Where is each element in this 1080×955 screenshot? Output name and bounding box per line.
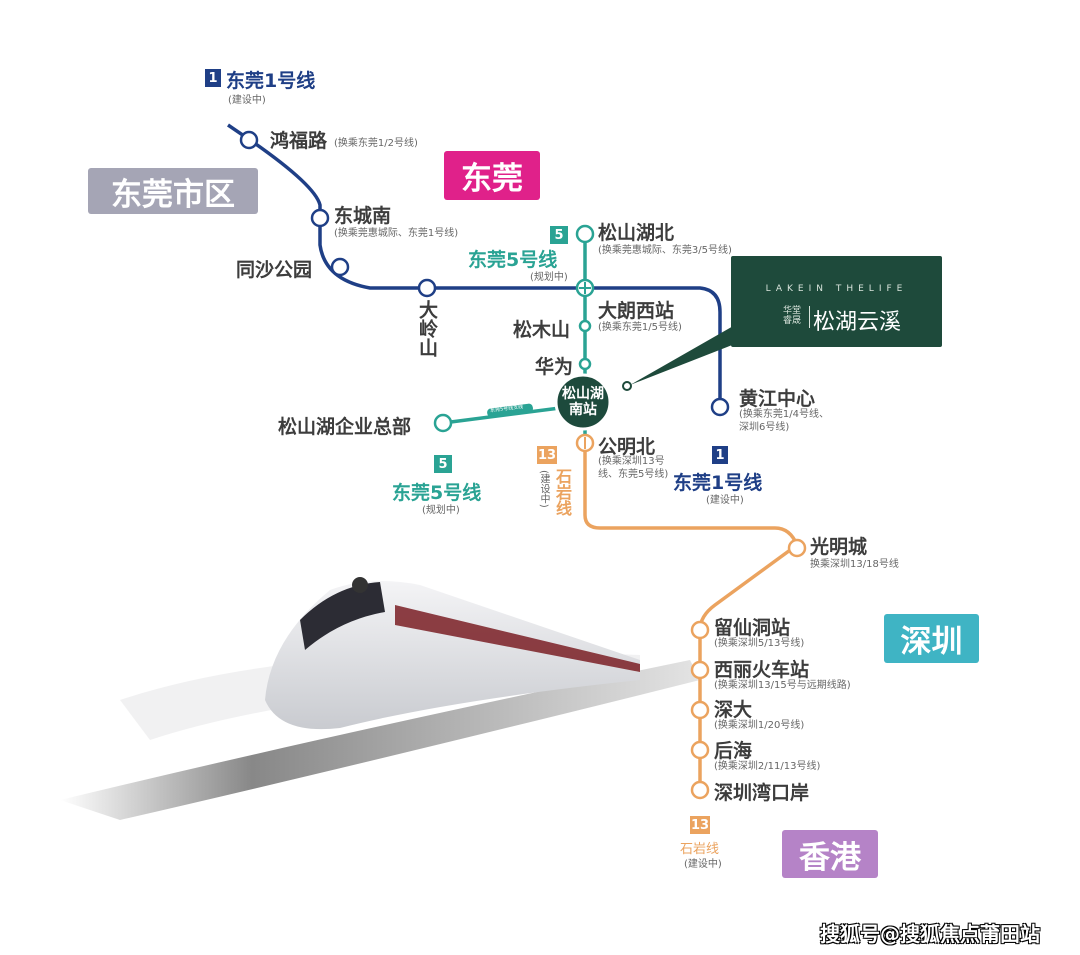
region-shenzhen: 深圳 <box>884 614 979 663</box>
station-dongchengnan: 东城南 <box>334 205 392 227</box>
project-logo-box: LAKEIN THELIFE 华堂睿晟 松湖云溪 <box>731 256 942 347</box>
station-guangmingcheng: 光明城 <box>810 536 868 558</box>
station-marker-dalingshan <box>417 278 437 298</box>
station-marker-shenda <box>690 700 710 720</box>
station-songshanhubei-note: (换乘莞惠城际、东莞3/5号线) <box>598 245 732 256</box>
line-5-status: (规划中) <box>530 272 568 283</box>
station-shenda-note: (换乘深圳1/20号线) <box>714 720 805 731</box>
station-marker-houhai <box>690 740 710 760</box>
station-marker-liuxiandong <box>690 620 710 640</box>
station-houhai: 后海 <box>714 740 753 762</box>
station-songshanhubei: 松山湖北 <box>598 222 675 244</box>
region-dongguan-city: 东莞市区 <box>88 168 258 214</box>
station-liuxiandong-note: (换乘深圳5/13号线) <box>714 638 805 649</box>
project-pointer <box>630 325 745 385</box>
line-5-name: 东莞5号线 <box>468 249 558 271</box>
line-13-status: (建设中) <box>538 470 549 508</box>
line-5-status-2: (规划中) <box>422 505 460 516</box>
project-tagline: LAKEIN THELIFE <box>765 284 908 294</box>
region-hongkong: 香港 <box>782 830 878 878</box>
station-songmushan: 松木山 <box>513 319 571 341</box>
station-marker-dongchengnan <box>310 208 330 228</box>
hub-station-marker <box>554 373 612 431</box>
line-1-name: 东莞1号线 <box>226 70 316 92</box>
station-xili-note: (换乘深圳13/15号与远期线路) <box>714 680 851 691</box>
line-13-name-2: 石岩线 <box>680 842 720 857</box>
station-marker-hongfulu <box>239 130 259 150</box>
line-13-name: 石岩线 <box>553 468 572 516</box>
hub-station-name: 松山湖南站 <box>562 386 604 418</box>
station-liuxiandong: 留仙洞站 <box>714 617 791 639</box>
line-1-name-2: 东莞1号线 <box>673 472 763 494</box>
station-huangjiang: 黄江中心 <box>739 388 816 410</box>
station-houhai-note: (换乘深圳2/11/13号线) <box>714 761 821 772</box>
station-shenda: 深大 <box>714 699 753 721</box>
line-1-badge-2: 1 <box>712 446 728 464</box>
line-5-badge: 5 <box>550 226 568 244</box>
station-hongfulu: 鸿福路 <box>270 130 328 152</box>
station-gongmingbei-note: (换乘深圳13号线、东莞5号线) <box>598 456 669 480</box>
station-marker-huangjiang <box>710 397 730 417</box>
line-13-path <box>583 443 800 790</box>
station-hq: 松山湖企业总部 <box>278 416 412 438</box>
line-5-name-2: 东莞5号线 <box>392 482 482 504</box>
line-1-badge: 1 <box>205 69 221 87</box>
station-marker-hq <box>433 413 453 433</box>
station-marker-xili <box>690 660 710 680</box>
station-xili: 西丽火车站 <box>714 659 810 681</box>
project-name: 松湖云溪 <box>813 310 902 335</box>
line-5-badge-2: 5 <box>434 455 452 473</box>
station-dalangxi-note: (换乘东莞1/5号线) <box>598 322 682 333</box>
region-dongguan: 东莞 <box>444 151 540 200</box>
station-marker-huawei <box>578 357 592 371</box>
line-1-status-2: (建设中) <box>706 495 744 506</box>
project-developer: 华堂睿晟 <box>783 306 802 326</box>
station-marker-shenzhenwan <box>690 780 710 800</box>
project-location-marker <box>622 381 632 391</box>
station-huawei: 华为 <box>535 356 574 378</box>
watermark: 搜狐号@搜狐焦点莆田站 <box>820 922 1040 946</box>
station-hongfulu-note: (换乘东莞1/2号线) <box>334 138 418 149</box>
line-1-status: (建设中) <box>228 95 266 106</box>
station-marker-guangmingcheng <box>787 538 807 558</box>
station-dongchengnan-note: (换乘莞惠城际、东莞1号线) <box>334 228 459 239</box>
station-tongsha: 同沙公园 <box>236 259 313 281</box>
line-1-path <box>227 123 722 407</box>
station-marker-songshanhubei <box>575 224 595 244</box>
station-marker-tongsha <box>330 257 350 277</box>
line-13-status-2: (建设中) <box>684 859 722 870</box>
station-huangjiang-note: (换乘东莞1/4号线、深圳6号线) <box>739 409 829 433</box>
station-gongmingbei: 公明北 <box>598 436 656 458</box>
station-dalangxi: 大朗西站 <box>598 300 675 322</box>
station-shenzhenwan: 深圳湾口岸 <box>714 782 810 804</box>
station-dalingshan: 大岭山 <box>416 300 438 357</box>
train-illustration <box>60 577 700 820</box>
line-13-badge-2: 13 <box>690 816 710 834</box>
station-marker-songmushan <box>578 319 592 333</box>
station-guangmingcheng-note: 换乘深圳13/18号线 <box>810 559 899 570</box>
line-13-badge: 13 <box>537 446 557 464</box>
